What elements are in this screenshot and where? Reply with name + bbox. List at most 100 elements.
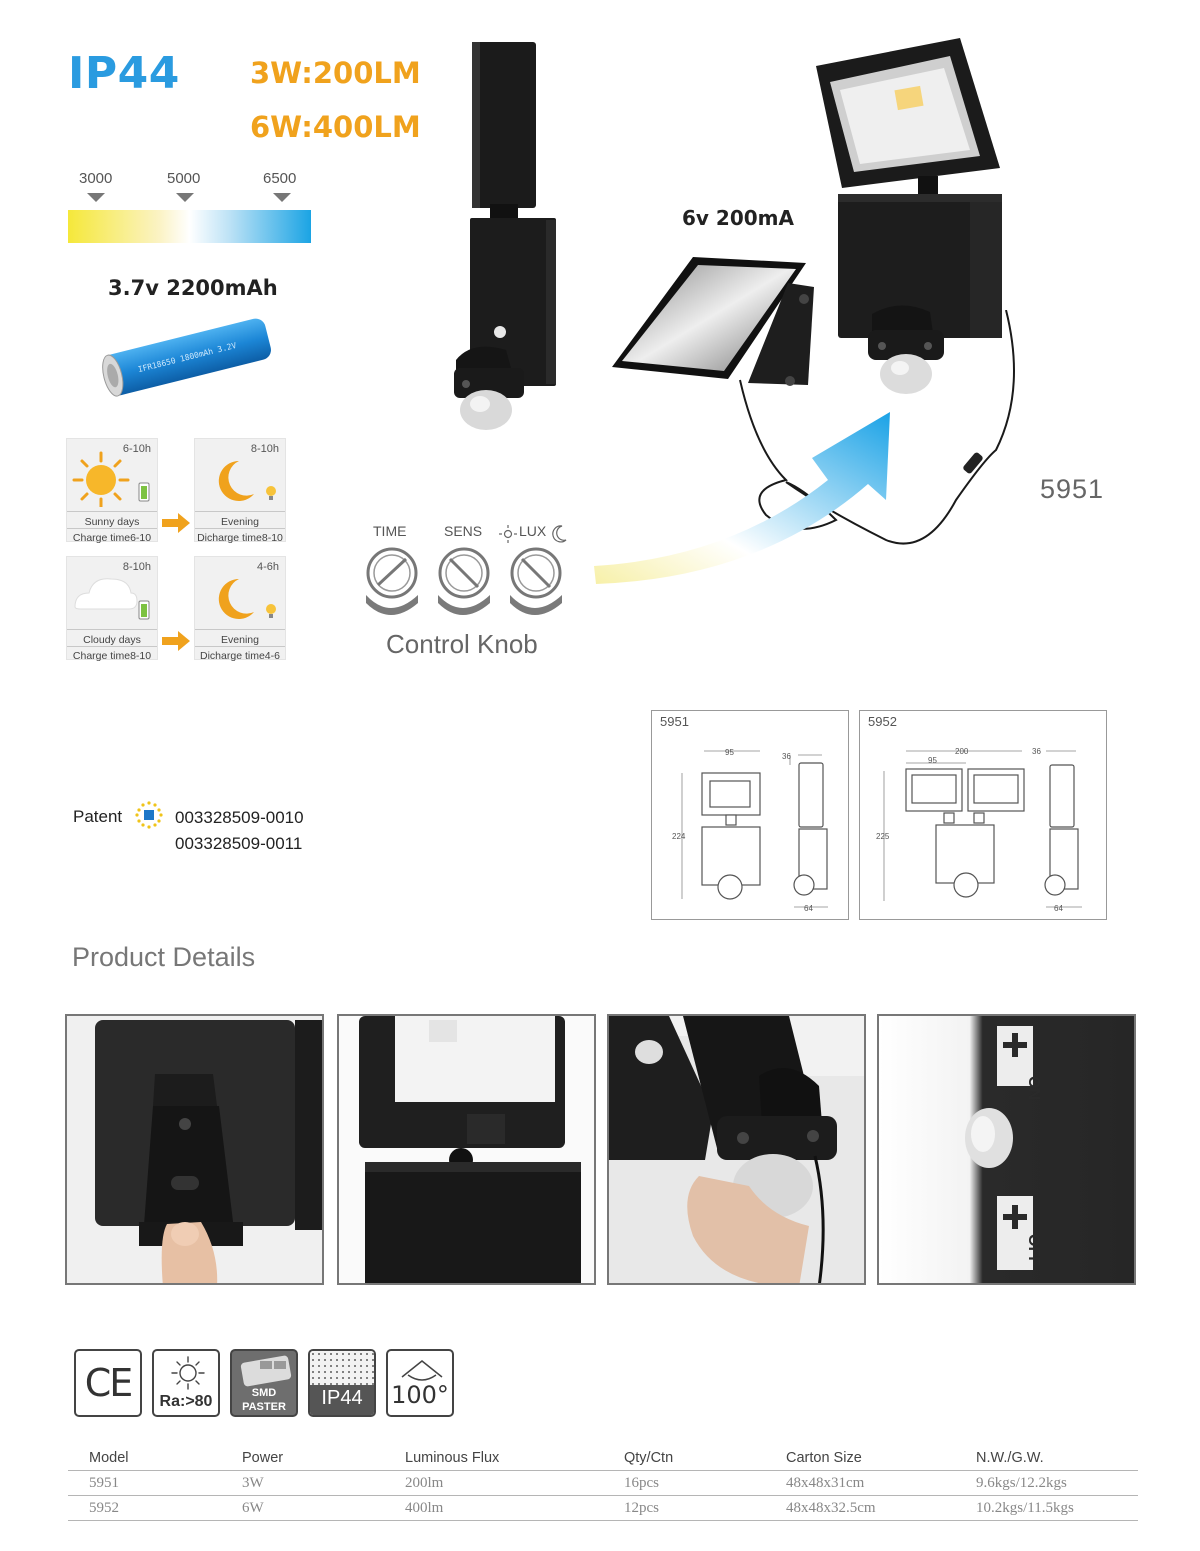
header-carton-size: Carton Size (786, 1450, 862, 1466)
arrow-right-icon (162, 513, 190, 533)
lamp-front-view (816, 38, 1002, 394)
lux-sun-moon-icon (499, 525, 567, 543)
connection-cable (739, 310, 1015, 545)
cell-qty: 16pcs (624, 1475, 659, 1491)
photo-lamp-hinge (337, 1014, 596, 1285)
cell-weight: 10.2kgs/11.5kgs (976, 1500, 1074, 1516)
solar-panel-spec: 6v 200mA (682, 206, 794, 230)
card-hours: 4-6h (256, 561, 279, 573)
cell-luminous-flux: 400lm (405, 1500, 444, 1516)
ip-rating: IP44 (68, 48, 180, 99)
card-subtitle: Dicharge time8-10 (195, 528, 285, 544)
cell-qty: 12pcs (624, 1500, 659, 1516)
patent-number-1: 003328509-0010 (175, 808, 304, 827)
card-subtitle: Charge time6-10 (67, 528, 157, 544)
cct-3000: 3000 (79, 170, 113, 187)
svg-text:224: 224 (672, 832, 686, 841)
model-number: 5951 (1040, 474, 1105, 504)
moon-icon (218, 578, 276, 619)
cell-power: 3W (242, 1475, 264, 1491)
header-power: Power (242, 1450, 284, 1466)
knob-sens-icon (438, 547, 490, 615)
knob-time-icon (366, 547, 418, 615)
svg-text:225: 225 (876, 832, 890, 841)
eu-patent-icon (135, 801, 163, 829)
knob-time-label: TIME (373, 523, 407, 539)
cct-6500: 6500 (263, 170, 297, 187)
discharge-card-evening-2: 4-6h Evening Dicharge time4-6 (194, 556, 286, 662)
svg-text:OFF: OFF (1025, 1234, 1042, 1266)
discharge-card-evening-1: 8-10h Evening Dicharge time8-10 (194, 438, 286, 544)
cell-model: 5951 (89, 1475, 119, 1491)
card-hours: 8-10h (122, 561, 151, 573)
cell-power: 6W (242, 1500, 264, 1516)
svg-text:ON: ON (1025, 1076, 1042, 1100)
card-subtitle: Dicharge time4-6 (195, 646, 285, 662)
knob-sens-label: SENS (444, 523, 483, 539)
ip44-icon: IP44 (308, 1349, 376, 1417)
spec-table: Model Power Luminous Flux Qty/Ctn Carton… (68, 1446, 1138, 1521)
lamp-side-view (454, 42, 556, 430)
card-title: Evening (195, 629, 285, 646)
cloud-icon (74, 578, 150, 620)
dimension-drawing-5952: 5952 200 95 225 36 64 (859, 710, 1107, 920)
charge-card-cloudy: 8-10h Cloudy days Charge time8-10 (66, 556, 158, 662)
card-title: Evening (195, 511, 285, 528)
control-knob-title: Control Knob (386, 629, 538, 659)
motion-arrow-icon (594, 412, 890, 584)
photo-wall-bracket (65, 1014, 324, 1285)
svg-text:200: 200 (955, 747, 969, 756)
color-temperature-scale: 3000 5000 6500 (68, 170, 313, 244)
photo-sensor-adjust (607, 1014, 866, 1285)
knob-lux-label: LUX (519, 523, 547, 539)
svg-text:95: 95 (928, 756, 937, 765)
cct-marker-icon (87, 193, 105, 202)
svg-text:64: 64 (1054, 904, 1063, 913)
photo-on-off-switch: ON OFF (877, 1014, 1136, 1285)
table-row: 5952 6W 400lm 12pcs 48x48x32.5cm 10.2kgs… (68, 1496, 1138, 1521)
arrow-right-icon (162, 631, 190, 651)
ce-mark-icon: CE (74, 1349, 142, 1417)
cct-marker-icon (273, 193, 291, 202)
spec-table-header: Model Power Luminous Flux Qty/Ctn Carton… (68, 1446, 1138, 1471)
cct-5000: 5000 (167, 170, 201, 187)
beam-angle-icon: 100° (386, 1349, 454, 1417)
cell-luminous-flux: 200lm (405, 1475, 444, 1491)
lumen-6w: 6W:400LM (250, 110, 421, 144)
patent-number-2: 003328509-0011 (175, 834, 303, 853)
dimension-model-label: 5952 (868, 714, 897, 729)
dimension-model-label: 5951 (660, 714, 689, 729)
table-row: 5951 3W 200lm 16pcs 48x48x31cm 9.6kgs/12… (68, 1471, 1138, 1496)
cri-sun-icon: Ra:>80 (152, 1349, 220, 1417)
svg-text:36: 36 (1032, 747, 1041, 756)
cell-model: 5952 (89, 1500, 119, 1516)
charge-card-sunny: 6-10h Sunny days Charge time6-10 (66, 438, 158, 544)
cct-gradient-bar (68, 210, 311, 243)
cell-weight: 9.6kgs/12.2kgs (976, 1475, 1067, 1491)
battery-spec: 3.7v 2200mAh (108, 276, 278, 300)
header-weight: N.W./G.W. (976, 1450, 1044, 1466)
card-subtitle: Charge time8-10 (67, 646, 157, 662)
cct-marker-icon (176, 193, 194, 202)
sun-icon (72, 451, 150, 507)
header-qty: Qty/Ctn (624, 1450, 674, 1466)
svg-text:64: 64 (804, 904, 813, 913)
cell-carton-size: 48x48x32.5cm (786, 1500, 876, 1516)
card-title: Sunny days (67, 511, 157, 528)
moon-icon (218, 460, 276, 501)
section-title-product-details: Product Details (72, 942, 256, 972)
card-hours: 6-10h (122, 443, 151, 455)
solar-panel (612, 257, 814, 386)
dimension-drawing-5951: 5951 95 224 36 64 (651, 710, 849, 920)
card-hours: 8-10h (250, 443, 279, 455)
smd-paster-icon: SMD PASTER (230, 1349, 298, 1417)
lumen-3w: 3W:200LM (250, 56, 421, 90)
header-luminous-flux: Luminous Flux (405, 1450, 500, 1466)
cell-carton-size: 48x48x31cm (786, 1475, 865, 1491)
control-knobs (366, 547, 562, 615)
header-model: Model (89, 1450, 129, 1466)
svg-text:36: 36 (782, 752, 791, 761)
patent-label: Patent (73, 807, 123, 826)
svg-text:95: 95 (725, 748, 734, 757)
battery-cell-icon: IFR18650 1800mAh 3.2V (102, 318, 271, 397)
